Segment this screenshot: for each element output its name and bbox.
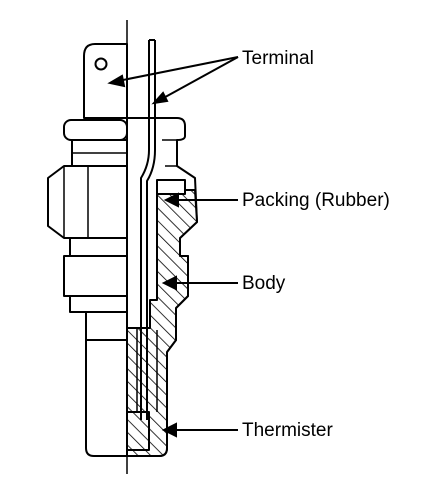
label-packing: Packing (Rubber) xyxy=(242,190,390,211)
collar xyxy=(63,119,128,141)
leader-terminal-2 xyxy=(157,56,239,102)
probe-ext xyxy=(85,311,128,341)
probe-tube xyxy=(85,340,127,457)
thread-main xyxy=(63,255,128,297)
sensor-exterior xyxy=(47,43,128,457)
label-thermister: Thermister xyxy=(242,420,333,441)
thermister-element xyxy=(126,411,150,451)
terminal-hole xyxy=(94,57,108,71)
leaders xyxy=(107,56,239,438)
thread-lower xyxy=(69,295,128,313)
leader-terminal-1 xyxy=(112,56,239,83)
packing-rubber xyxy=(156,179,186,195)
thread-upper xyxy=(69,237,128,257)
inner-bore xyxy=(136,328,158,412)
label-body: Body xyxy=(242,273,286,294)
label-terminal: Terminal xyxy=(242,48,314,69)
terminal-wire xyxy=(140,40,150,420)
